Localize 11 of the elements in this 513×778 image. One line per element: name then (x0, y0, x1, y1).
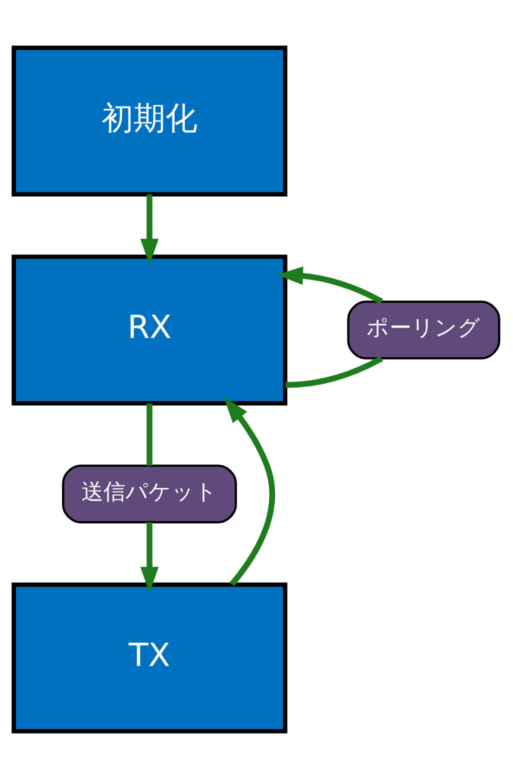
connector (285, 356, 383, 388)
arrow (140, 522, 159, 593)
node-box: 初期化 (12, 45, 288, 196)
node-box: RX (12, 254, 288, 405)
arrow (276, 266, 383, 304)
node-box: 送信パケット (62, 464, 237, 523)
arrow (140, 194, 159, 264)
node-box: TX (12, 582, 288, 733)
node-box: ポーリング (347, 300, 500, 359)
connector (146, 403, 152, 466)
arrow (224, 396, 276, 586)
